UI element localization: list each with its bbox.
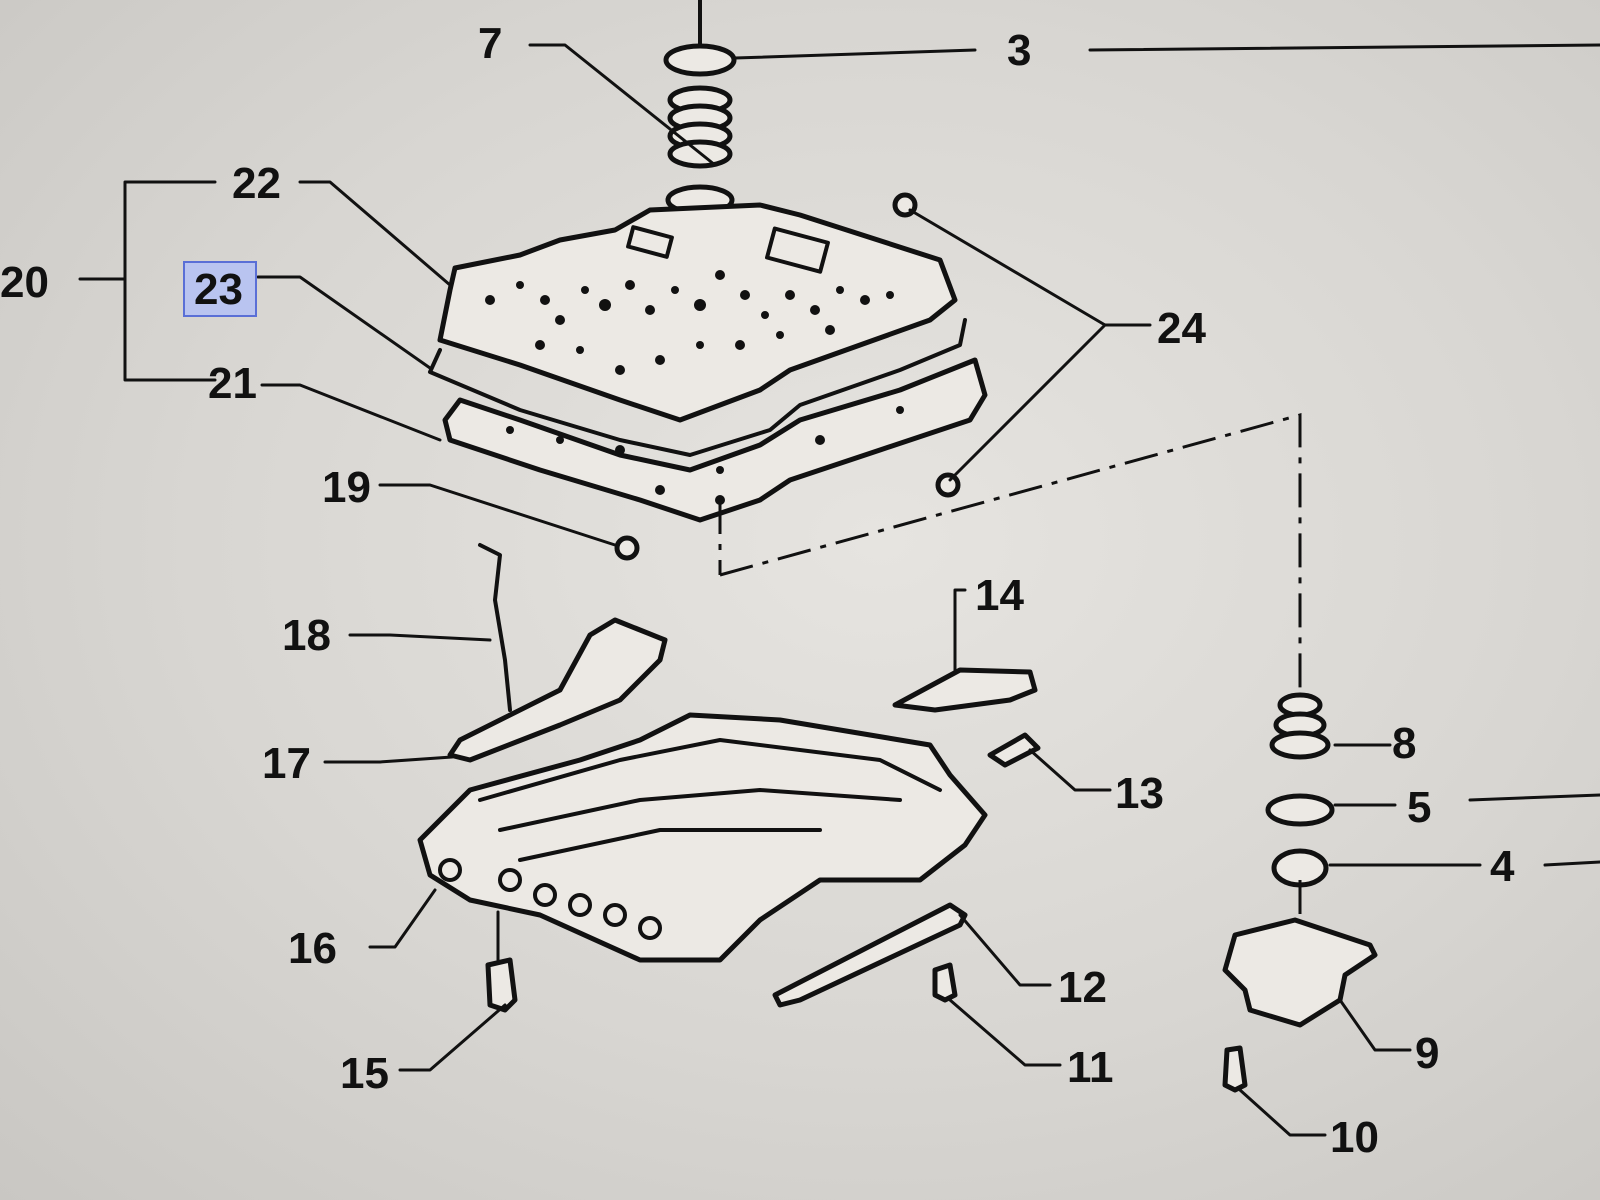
leader-lines bbox=[78, 43, 1600, 1137]
callout-17: 17 bbox=[262, 739, 311, 788]
part-13-pin bbox=[987, 732, 1041, 768]
part-14-detent-spring bbox=[892, 667, 1038, 713]
part-10-bolt bbox=[1222, 1045, 1248, 1093]
callout-3: 3 bbox=[1007, 26, 1031, 75]
part-18-link-rod bbox=[478, 543, 512, 712]
part-7-spring-stack bbox=[663, 0, 737, 216]
part-12-lever bbox=[772, 902, 968, 1008]
part-24-pin-lower bbox=[935, 472, 961, 498]
part-22-upper-plate bbox=[437, 202, 958, 423]
part-8-spring bbox=[1269, 692, 1331, 760]
callout-16: 16 bbox=[288, 924, 337, 973]
part-17-manual-valve-lever bbox=[447, 617, 668, 763]
callout-19: 19 bbox=[322, 463, 371, 512]
part-11-bolt bbox=[932, 962, 958, 1003]
callout-4: 4 bbox=[1490, 842, 1515, 891]
callout-13: 13 bbox=[1115, 769, 1164, 818]
callout-20: 20 bbox=[0, 258, 49, 307]
callout-18: 18 bbox=[282, 611, 331, 660]
callout-11: 11 bbox=[1067, 1043, 1114, 1092]
part-16-valve-body bbox=[417, 712, 988, 963]
callout-10: 10 bbox=[1330, 1113, 1379, 1162]
part-9-filter-cup bbox=[1222, 917, 1378, 1028]
callout-14: 14 bbox=[975, 571, 1024, 620]
callout-labels: 7 3 22 20 23 21 24 19 18 17 14 13 8 5 4 … bbox=[0, 19, 1515, 1162]
part-19-ball bbox=[614, 535, 640, 561]
part-15-bolt bbox=[485, 957, 518, 1013]
callout-23: 23 bbox=[194, 265, 243, 314]
callout-24: 24 bbox=[1157, 304, 1206, 353]
callout-23-highlight bbox=[183, 261, 257, 317]
callout-15: 15 bbox=[340, 1049, 389, 1098]
part-23-gasket bbox=[428, 318, 967, 457]
alignment-lines bbox=[718, 413, 1302, 920]
callout-22: 22 bbox=[232, 159, 281, 208]
part-5-washer bbox=[1265, 793, 1335, 827]
callout-21: 21 bbox=[208, 359, 257, 408]
plate-holes bbox=[485, 270, 904, 505]
callout-12: 12 bbox=[1058, 963, 1107, 1012]
callout-9: 9 bbox=[1415, 1029, 1439, 1078]
callout-5: 5 bbox=[1407, 783, 1431, 832]
callout-8: 8 bbox=[1392, 719, 1416, 768]
callout-7: 7 bbox=[478, 19, 502, 68]
part-4-seal bbox=[1271, 848, 1329, 888]
